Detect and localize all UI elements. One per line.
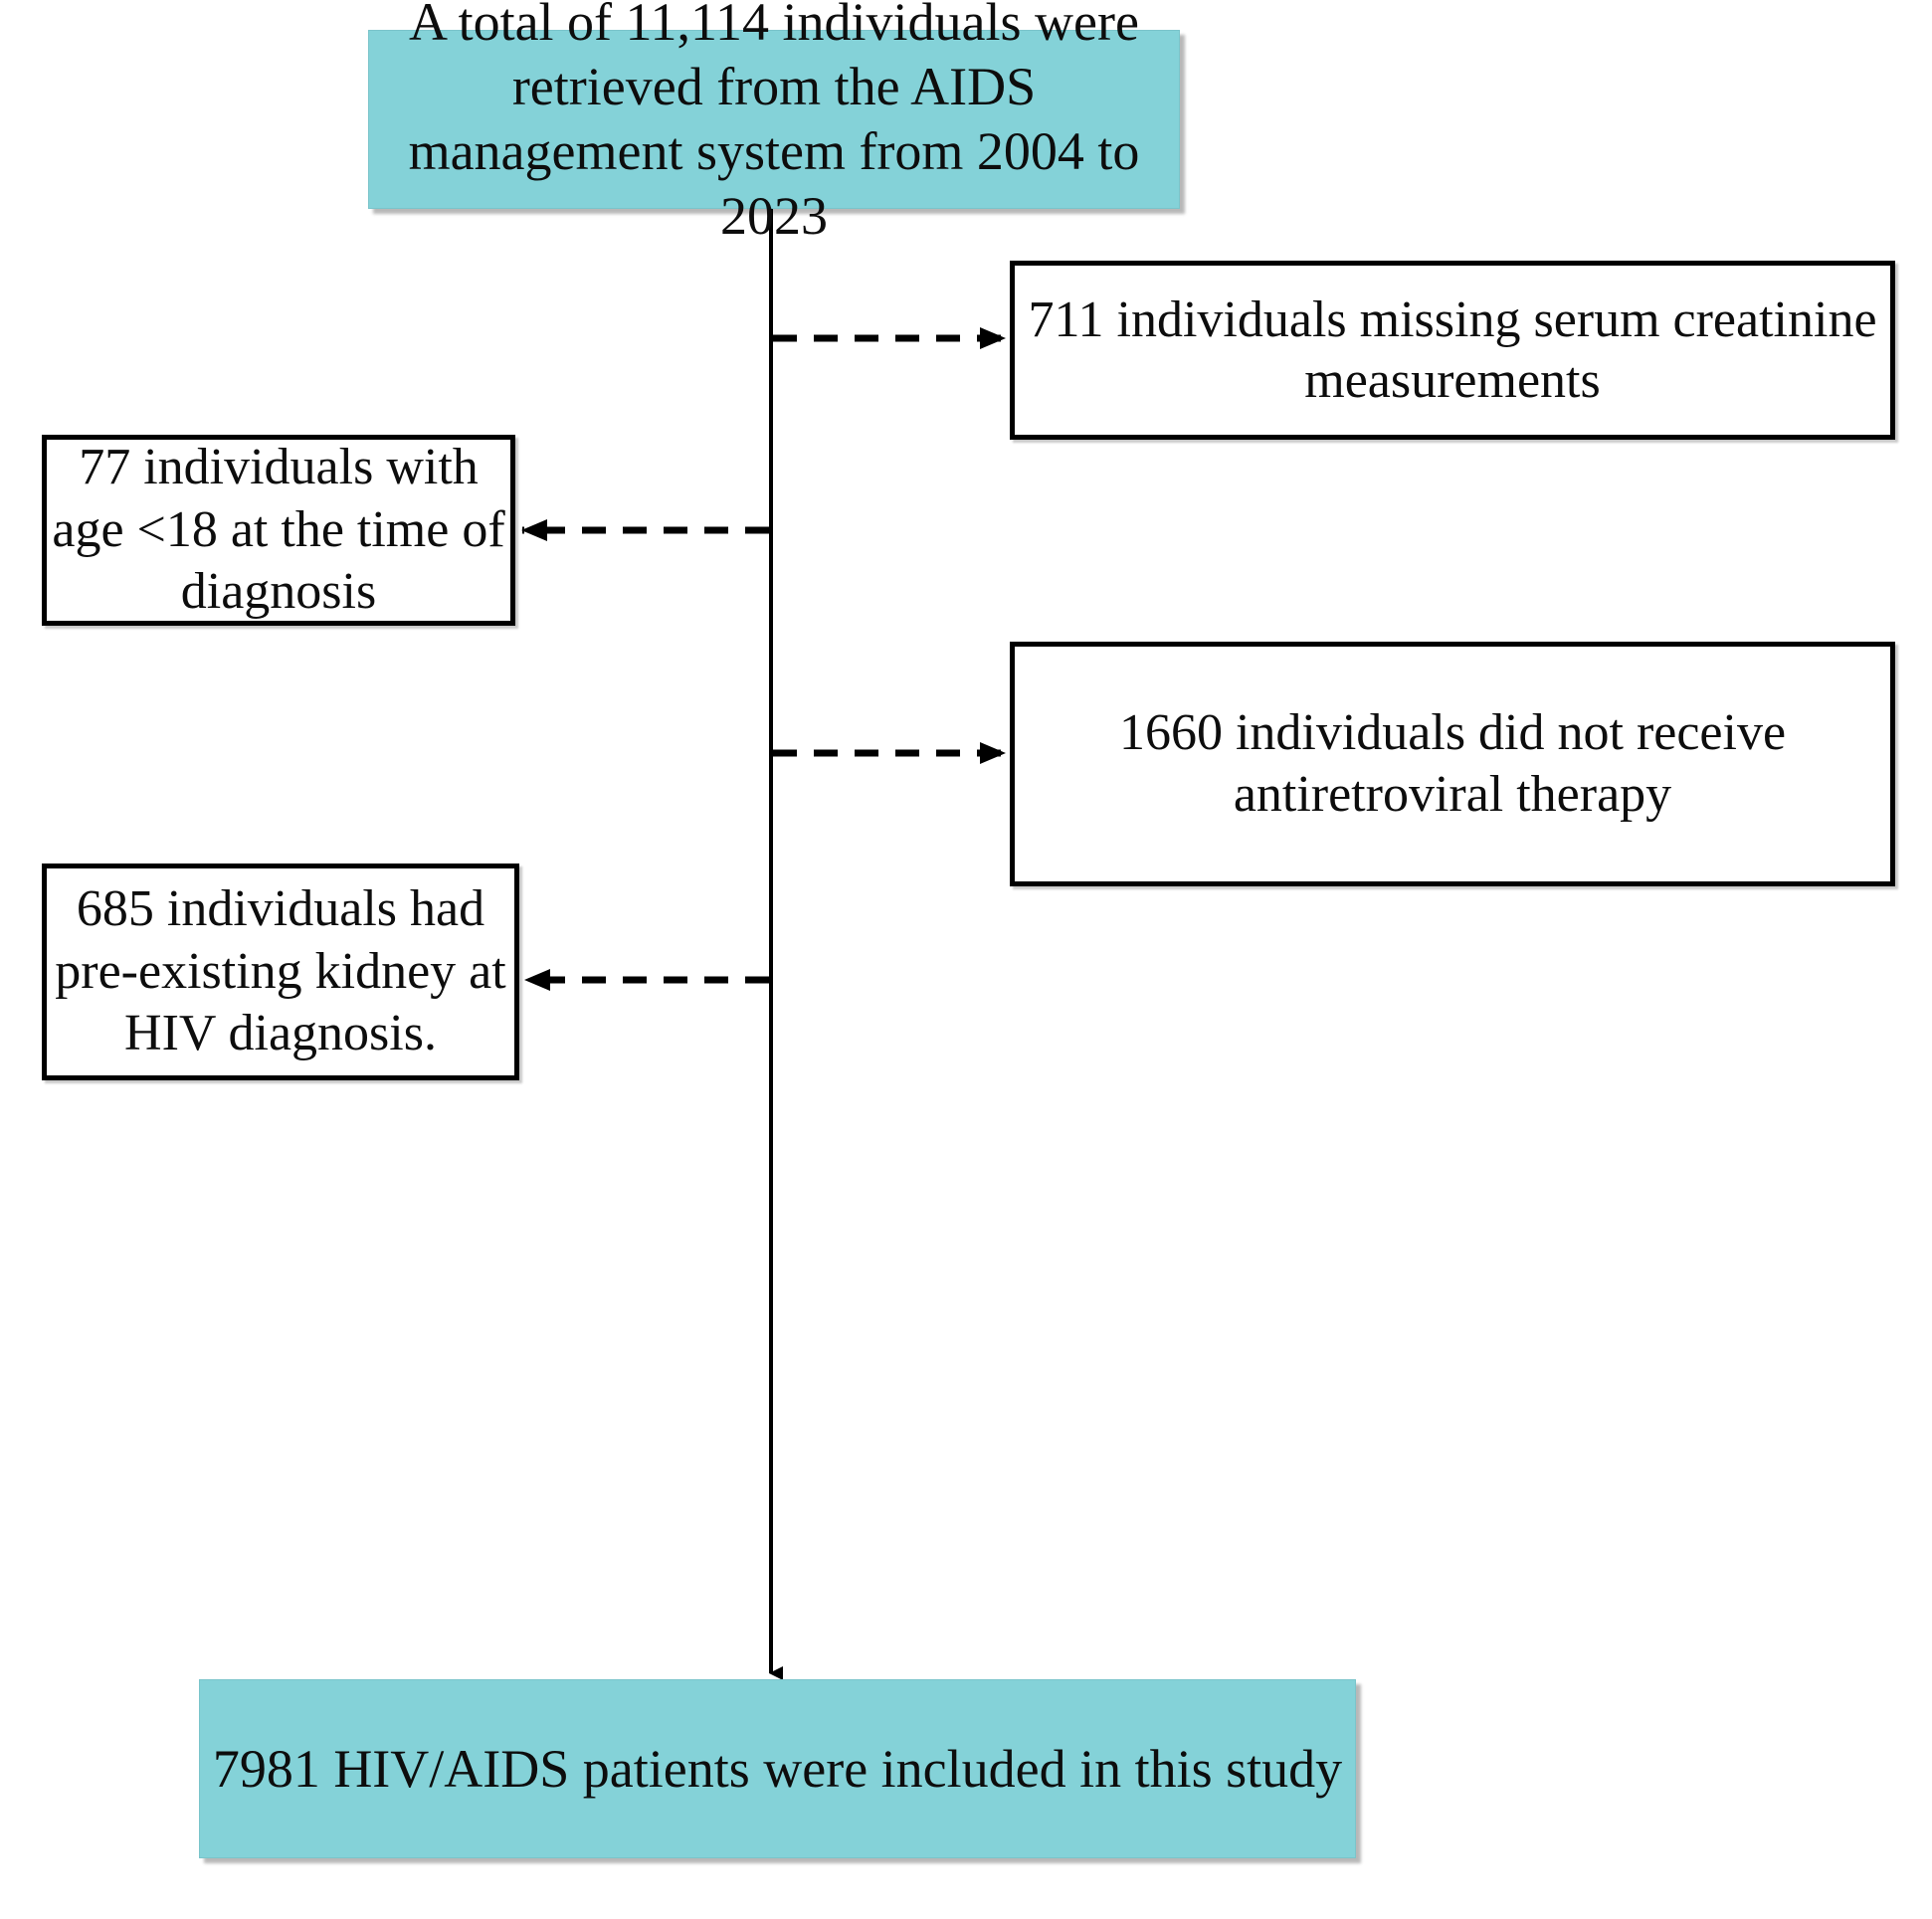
node-exclusion-age-under-18-label: 77 individuals with age <18 at the time …	[52, 439, 505, 621]
node-exclusion-pre-existing-kidney: 685 individuals had pre-existing kidney …	[42, 864, 519, 1080]
node-exclusion-no-art: 1660 individuals did not receive antiret…	[1010, 642, 1895, 886]
node-source-cohort-label: A total of 11,114 individuals were retri…	[408, 0, 1140, 246]
node-included-cohort-label: 7981 HIV/AIDS patients were included in …	[212, 1738, 1343, 1799]
node-exclusion-pre-existing-kidney-label: 685 individuals had pre-existing kidney …	[55, 880, 506, 1062]
node-exclusion-missing-creatinine: 711 individuals missing serum creatinine…	[1010, 261, 1895, 440]
node-exclusion-no-art-label: 1660 individuals did not receive antiret…	[1118, 703, 1787, 823]
node-included-cohort: 7981 HIV/AIDS patients were included in …	[199, 1679, 1356, 1858]
node-source-cohort: A total of 11,114 individuals were retri…	[368, 0, 1180, 246]
node-exclusion-missing-creatinine-label: 711 individuals missing serum creatinine…	[1028, 290, 1877, 409]
node-exclusion-age-under-18: 77 individuals with age <18 at the time …	[42, 435, 515, 626]
